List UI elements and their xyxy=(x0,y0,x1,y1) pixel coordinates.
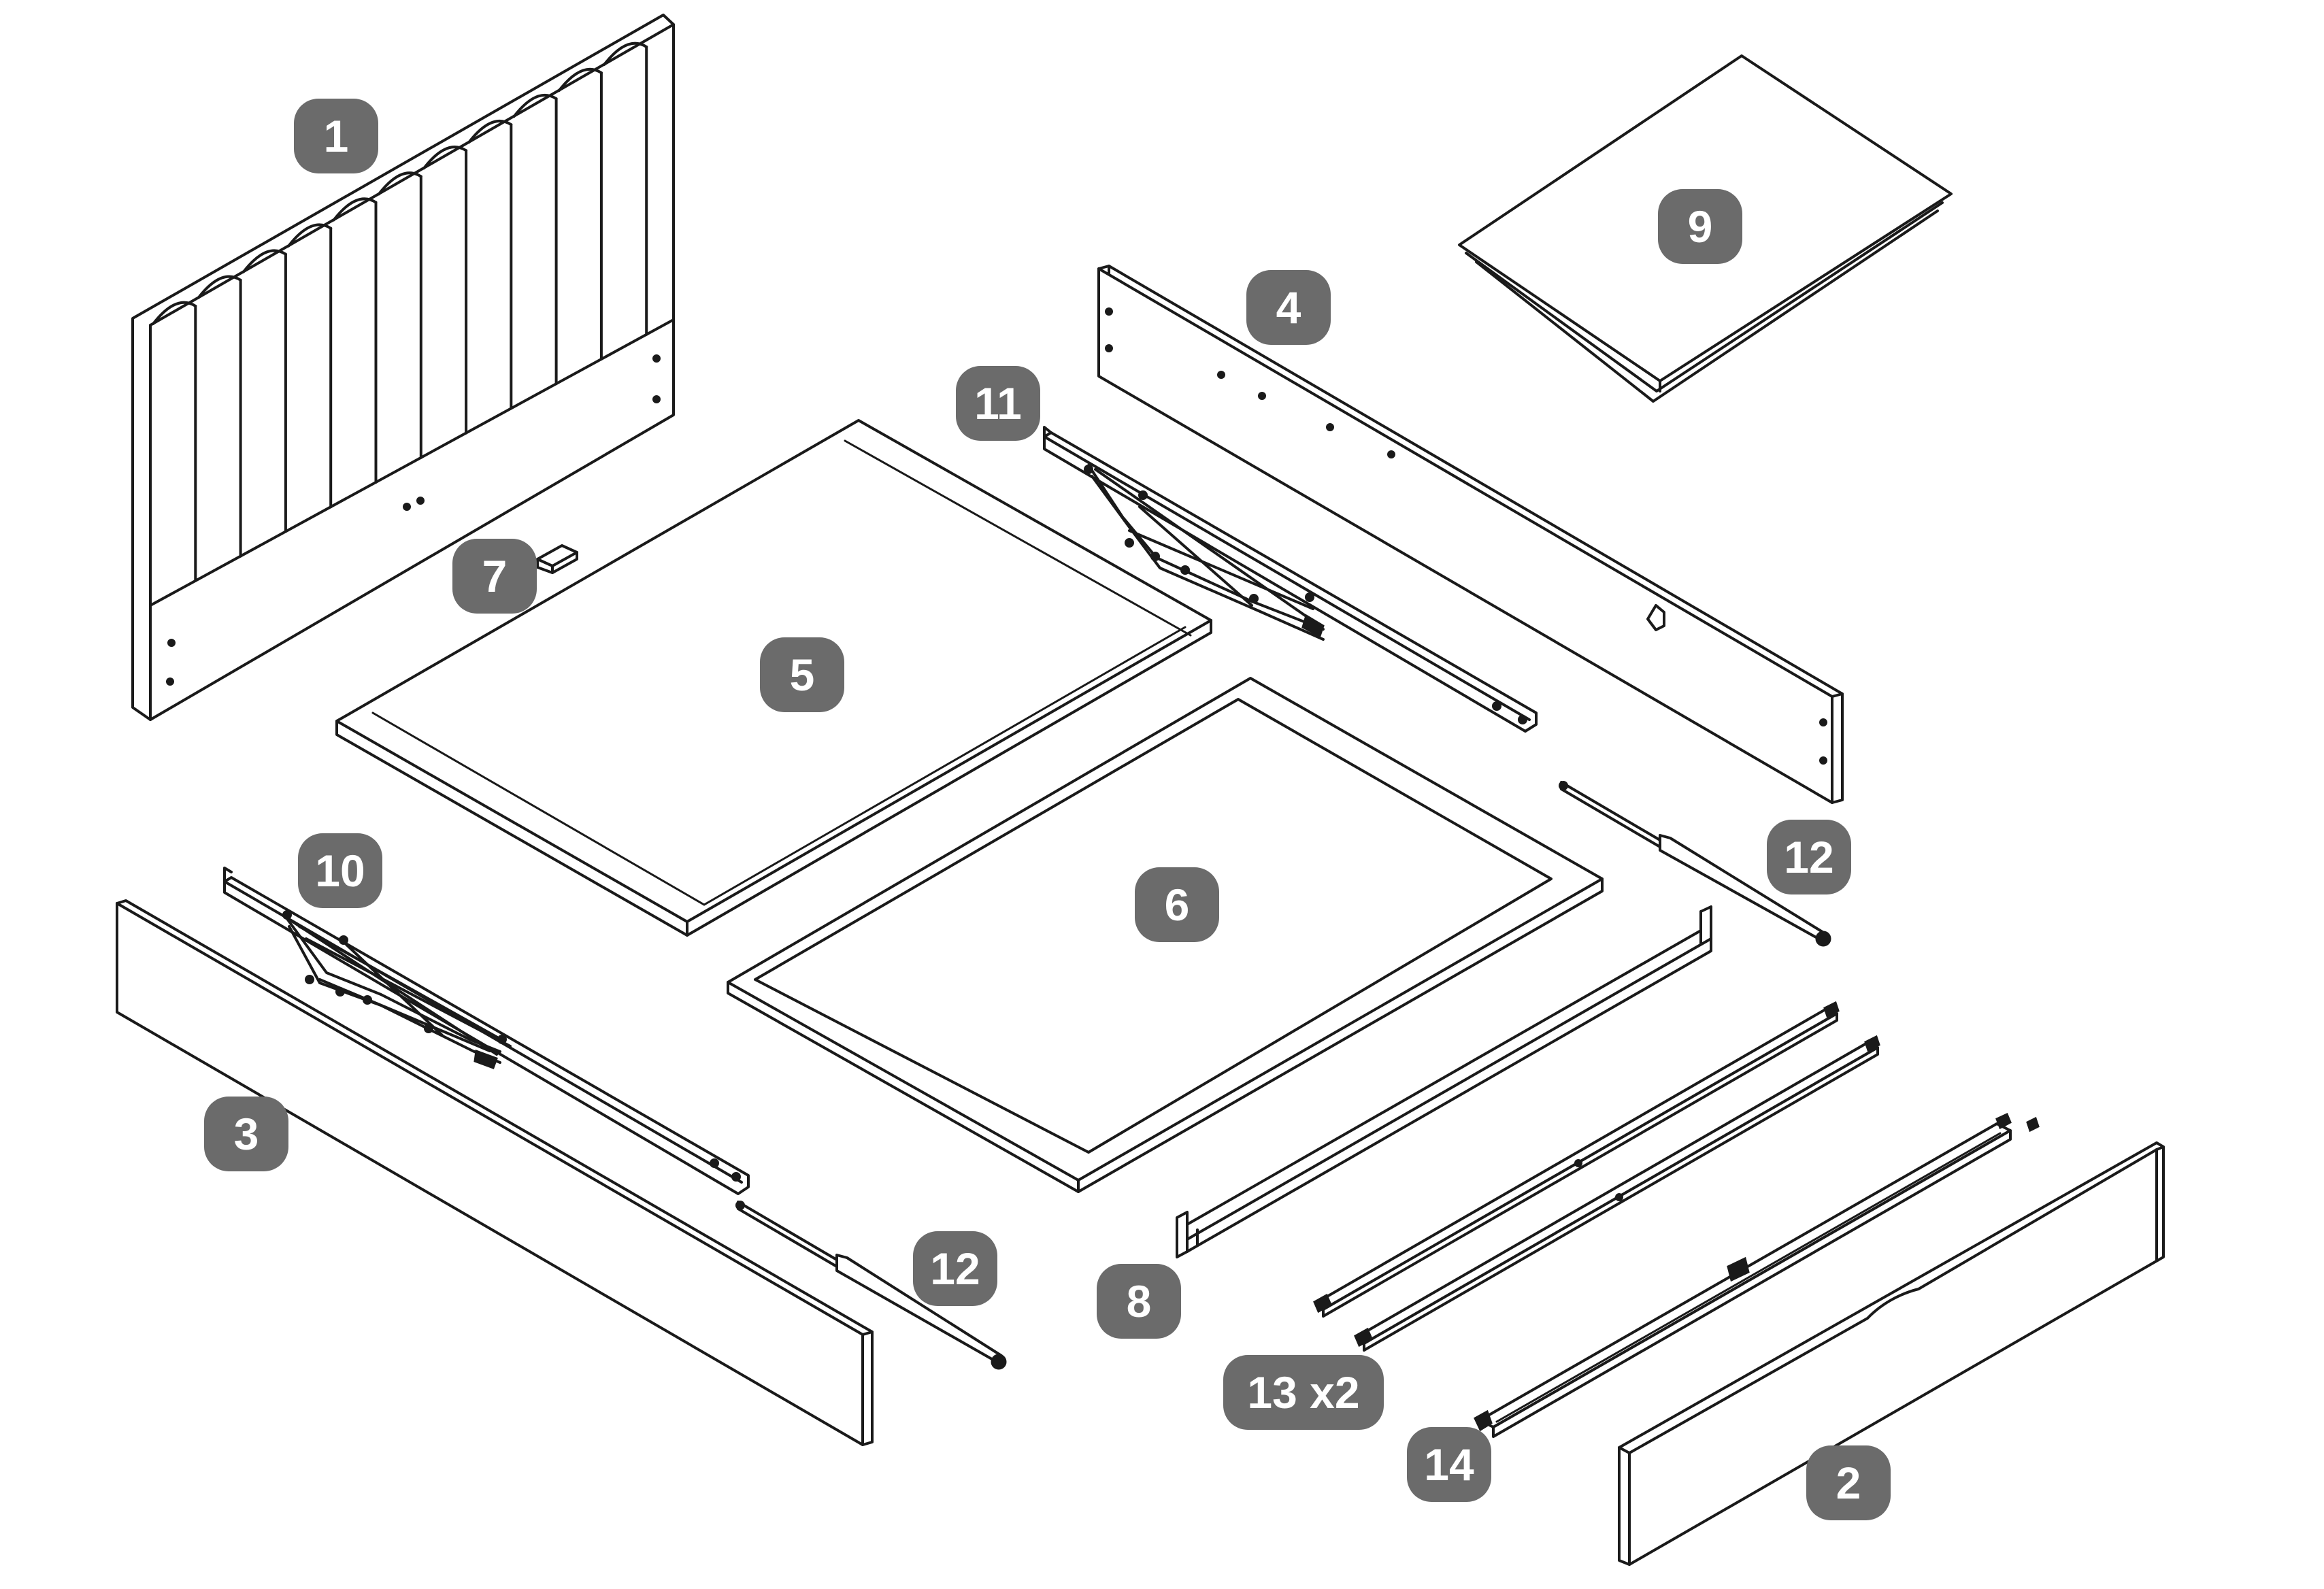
headboard-groove-top xyxy=(197,275,242,299)
part-13-slat-rails xyxy=(1313,1001,1880,1352)
label-part-13: 13 x2 xyxy=(1223,1355,1384,1430)
label-part-12a: 12 xyxy=(1767,820,1851,894)
part-12-gas-strut-left xyxy=(735,1201,1007,1370)
part-4-side-board xyxy=(1097,265,1844,804)
label-part-10: 10 xyxy=(298,833,382,908)
label-part-3: 3 xyxy=(204,1097,288,1171)
label-part-4: 4 xyxy=(1246,270,1331,345)
headboard-groove-top xyxy=(422,146,468,170)
label-part-14: 14 xyxy=(1407,1427,1491,1502)
label-part-8: 8 xyxy=(1097,1264,1181,1339)
headboard-groove-top xyxy=(467,119,513,144)
label-part-7: 7 xyxy=(452,539,537,614)
label-part-9: 9 xyxy=(1658,189,1742,264)
label-part-6: 6 xyxy=(1135,867,1219,942)
part-2-footboard xyxy=(1618,1141,2165,1566)
label-part-12b: 12 xyxy=(913,1231,997,1306)
label-part-11: 11 xyxy=(956,366,1040,441)
headboard-groove-top xyxy=(603,41,648,66)
part-11-lift-mechanism xyxy=(1043,426,1538,733)
label-part-5: 5 xyxy=(760,637,844,712)
headboard-groove-top xyxy=(557,67,603,92)
part-3-side-board xyxy=(116,899,874,1446)
headboard-groove-top xyxy=(287,223,333,248)
part-10-lift-mechanism xyxy=(223,867,750,1195)
headboard-groove-top xyxy=(152,301,197,325)
headboard-groove-top xyxy=(377,171,422,196)
headboard-groove-top xyxy=(512,93,558,118)
part-8-rail xyxy=(1176,905,1712,1258)
part-1-headboard xyxy=(131,14,675,721)
label-part-1: 1 xyxy=(294,99,378,173)
headboard-groove-top xyxy=(242,249,287,273)
part-7-bracket xyxy=(536,544,578,574)
part-14-center-rail xyxy=(1474,1112,2040,1438)
label-part-2: 2 xyxy=(1806,1445,1891,1520)
headboard-groove-top xyxy=(332,197,378,222)
part-12-gas-strut-right xyxy=(1559,781,1831,947)
